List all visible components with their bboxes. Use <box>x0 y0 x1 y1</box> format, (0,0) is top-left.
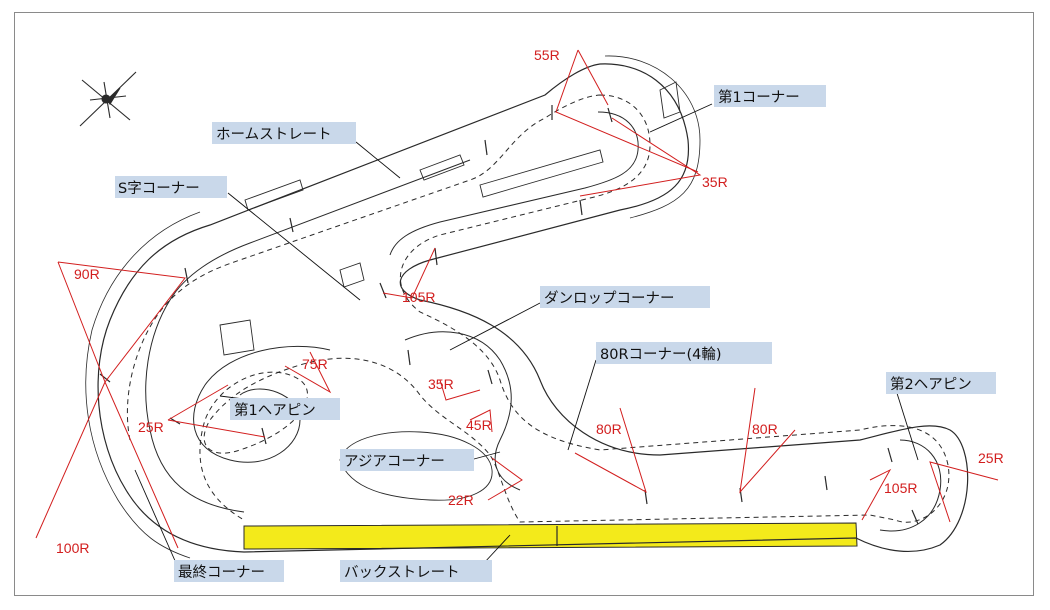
radius-label-35r-dunlop: 35R <box>428 376 454 392</box>
radius-label-80r-b: 80R <box>752 421 778 437</box>
asia-corner-label: アジアコーナー <box>344 454 445 470</box>
dunlop-loop <box>404 331 521 491</box>
back-straight-highlight <box>243 522 858 550</box>
radius-label-100r: 100R <box>56 540 89 556</box>
diagram-frame <box>14 12 1034 596</box>
radius-guides <box>35 49 999 549</box>
track-markers <box>99 105 919 546</box>
radius-label-105r-s: 105R <box>402 289 435 305</box>
home-straight-label: ホームストレート <box>216 127 332 143</box>
second-hairpin-label: 第2ヘアピン <box>890 375 972 393</box>
pit-buildings <box>219 81 681 356</box>
radius-label-22r: 22R <box>448 492 474 508</box>
first-hairpin-label: 第1ヘアピン <box>234 401 316 419</box>
s-corner-label: S字コーナー <box>118 180 200 197</box>
radius-label-45r: 45R <box>466 417 492 433</box>
circuit-outer-boundary <box>97 63 969 553</box>
circuit-runoff-line <box>85 55 701 559</box>
final-corner-label: 最終コーナー <box>178 564 265 581</box>
80r-corner-label: 80Rコーナー(4輪) <box>600 346 722 363</box>
circuit-racing-line <box>126 94 950 523</box>
radius-label-35r-first-corner: 35R <box>702 174 728 190</box>
radius-label-25r-hairpin: 25R <box>138 419 164 435</box>
back-straight-label: バックストレート <box>344 564 460 581</box>
radius-label-105r-second: 105R <box>884 480 917 496</box>
dunlop-corner-label: ダンロップコーナー <box>544 290 675 307</box>
radius-label-90r: 90R <box>74 266 100 282</box>
radius-label-25r-second: 25R <box>978 450 1004 466</box>
radius-label-80r-a: 80R <box>596 421 622 437</box>
first-corner-label: 第1コーナー <box>718 88 800 106</box>
callout-leaders <box>134 103 919 564</box>
circuit-inner-edge <box>145 111 942 532</box>
radius-label-75r: 75R <box>302 356 328 372</box>
compass-rose-icon <box>79 71 137 127</box>
infield-area <box>339 431 493 501</box>
radius-label-55r: 55R <box>534 47 560 63</box>
